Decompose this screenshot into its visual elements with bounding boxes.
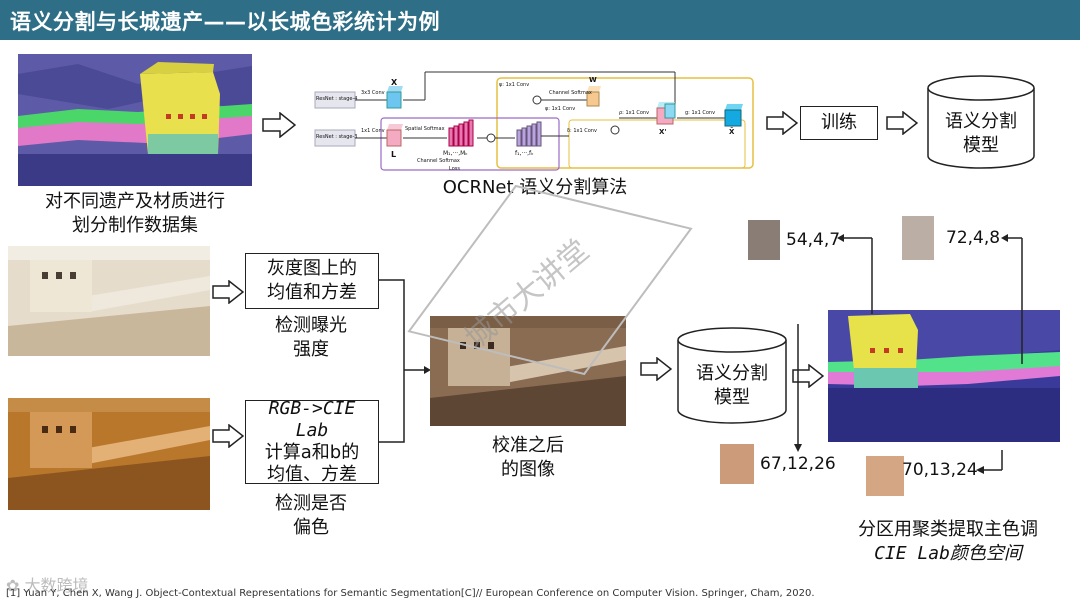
model2-label-line1: 语义分割 bbox=[696, 363, 768, 384]
color-swatch-4 bbox=[866, 456, 904, 496]
rho-label: ρ: 1x1 Conv bbox=[619, 110, 650, 116]
merge-connector bbox=[378, 279, 431, 443]
segmentation-model-cylinder-mid: 语义分割 模型 bbox=[676, 326, 788, 426]
color-cast-wall-image bbox=[8, 398, 210, 510]
segmented-wall-image bbox=[18, 54, 252, 186]
dataset-caption-line2: 划分制作数据集 bbox=[72, 215, 198, 236]
channel-softmax-label: Channel Softmax bbox=[417, 158, 460, 164]
train-label: 训练 bbox=[821, 112, 857, 133]
exposure-label-line1: 检测曝光 bbox=[275, 315, 347, 336]
color-value-1: 54,4,7 bbox=[786, 230, 841, 250]
xbar-label: X̄ bbox=[729, 128, 735, 136]
segmentation-model-cylinder-top: 语义分割 模型 bbox=[926, 74, 1036, 170]
color-swatch-1 bbox=[748, 220, 780, 260]
watermark-logo: ✿ 大数跨境 bbox=[6, 572, 89, 596]
page-title: 语义分割与长城遗产——以长城色彩统计为例 bbox=[10, 10, 440, 34]
calibrated-label-line1: 校准之后 bbox=[492, 435, 564, 456]
arrow-right-icon bbox=[212, 424, 244, 448]
color-cast-label-line1: 检测是否 bbox=[275, 493, 347, 514]
m-label: M₁,···,Mₖ bbox=[443, 150, 468, 157]
watermark-logo-icon: ✿ bbox=[6, 576, 25, 595]
dataset-caption-line1: 对不同遗产及材质进行 bbox=[45, 191, 225, 212]
grayscale-stats-box: 灰度图上的 均值和方差 bbox=[245, 253, 379, 309]
g-label: g: 1x1 Conv bbox=[685, 110, 716, 116]
channel-softmax-top-label: Channel Softmax bbox=[549, 90, 592, 96]
rgb-box-line2: Lab bbox=[295, 420, 329, 441]
color-value-3: 67,12,26 bbox=[760, 454, 836, 474]
color-swatch-2 bbox=[902, 216, 934, 260]
loss-label: Loss bbox=[449, 166, 460, 172]
arrow-right-icon bbox=[766, 111, 798, 135]
watermark-logo-text: 大数跨境 bbox=[24, 576, 89, 595]
color-swatch-3 bbox=[720, 444, 754, 484]
cluster-caption-line1: 分区用聚类提取主色调 bbox=[858, 519, 1038, 540]
resnet-stage3-label: ResNet : stage-3 bbox=[316, 134, 358, 140]
arrow-right-icon bbox=[792, 364, 824, 388]
gray-box-line1: 灰度图上的 bbox=[267, 258, 357, 279]
segmented-result-image bbox=[828, 310, 1060, 442]
conv1x1-label: 1x1 Conv bbox=[361, 128, 385, 134]
rgb-box-line1: RGB->CIE bbox=[268, 398, 356, 419]
title-bar: 语义分割与长城遗产——以长城色彩统计为例 bbox=[0, 0, 1080, 40]
spatial-softmax-label: Spatial Softmax bbox=[405, 126, 445, 132]
ocrnet-caption: OCRNet 语义分割算法 bbox=[442, 177, 628, 198]
model2-label-line2: 模型 bbox=[714, 387, 750, 408]
model-label-line2: 模型 bbox=[963, 135, 999, 156]
rgb-box-line3: 计算a和b的 bbox=[264, 442, 360, 463]
color-value-2: 72,4,8 bbox=[946, 228, 1001, 248]
model-label-line1: 语义分割 bbox=[945, 111, 1017, 132]
calibrated-label-line2: 的图像 bbox=[501, 459, 555, 480]
arrow-right-icon bbox=[886, 111, 918, 135]
overexposed-wall-image bbox=[8, 246, 210, 356]
calibrated-image bbox=[430, 316, 626, 426]
arrow-right-icon bbox=[212, 280, 244, 304]
color-cast-label-line2: 偏色 bbox=[293, 517, 329, 538]
conv3x3-label: 3x3 Conv bbox=[361, 90, 385, 96]
gray-box-line2: 均值和方差 bbox=[267, 282, 357, 303]
train-box: 训练 bbox=[800, 106, 878, 140]
resnet-stage4-label: ResNet : stage-4 bbox=[316, 96, 358, 102]
color-value-4: 70,13,24 bbox=[902, 460, 978, 480]
l-label: L bbox=[391, 150, 397, 159]
cluster-caption-line2: CIE Lab颜色空间 bbox=[874, 543, 1022, 564]
psi-label: ψ: 1x1 Conv bbox=[499, 82, 530, 88]
delta-label: δ: 1x1 Conv bbox=[567, 128, 597, 134]
ocrnet-diagram: ResNet : stage-4 ResNet : stage-3 3x3 Co… bbox=[305, 68, 765, 176]
x-label: X bbox=[391, 78, 398, 87]
exposure-label-line2: 强度 bbox=[293, 339, 329, 360]
color-callout-arrows bbox=[794, 234, 1023, 474]
rgb-to-lab-box: RGB->CIE Lab 计算a和b的 均值、方差 bbox=[245, 398, 379, 485]
phi-label: φ: 1x1 Conv bbox=[545, 106, 576, 112]
w-label: W bbox=[589, 76, 597, 84]
xprime-label: X' bbox=[659, 128, 667, 136]
arrow-right-icon bbox=[640, 357, 672, 381]
arrow-right-icon bbox=[262, 112, 296, 138]
f-label: f₁,···,fₖ bbox=[515, 150, 534, 157]
rgb-box-line4: 均值、方差 bbox=[267, 464, 357, 485]
citation-footer: [1] Yuan Y, Chen X, Wang J. Object-Conte… bbox=[6, 588, 815, 599]
